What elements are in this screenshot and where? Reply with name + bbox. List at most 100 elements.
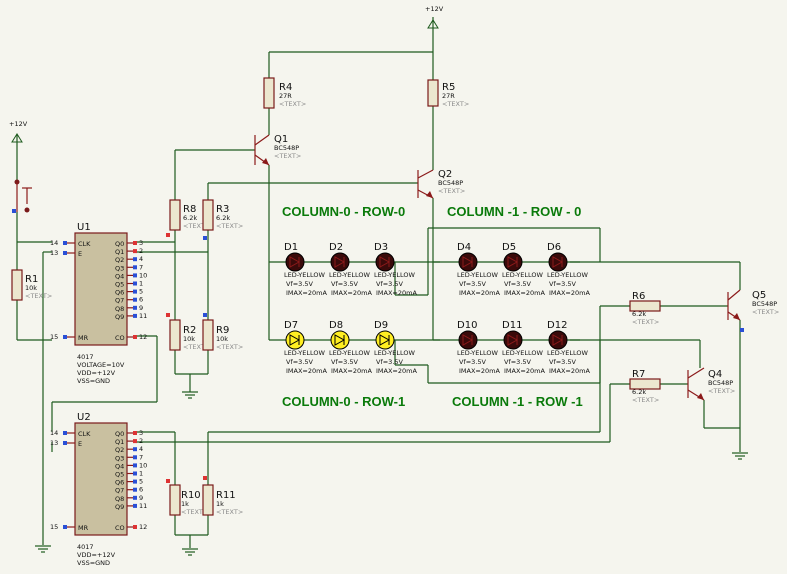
svg-text:MR: MR <box>78 524 89 532</box>
pin-num: 2 <box>139 437 143 445</box>
resistor-r5: R5 27R <TEXT> <box>427 79 469 108</box>
ground-symbols <box>35 391 748 556</box>
pin-name: Q9 <box>115 503 124 511</box>
svg-text:D5: D5 <box>502 242 516 253</box>
pin-num: 7 <box>139 453 143 461</box>
svg-text:IMAX=20mA: IMAX=20mA <box>376 289 417 297</box>
svg-text:Vf=3.5V: Vf=3.5V <box>504 280 532 288</box>
pin-num: 5 <box>139 288 143 296</box>
svg-text:IMAX=20mA: IMAX=20mA <box>549 367 590 375</box>
svg-text:LED-YELLOW: LED-YELLOW <box>502 349 544 357</box>
wires <box>16 51 741 548</box>
pin-num: 4 <box>139 445 143 453</box>
svg-text:D3: D3 <box>374 242 388 253</box>
svg-text:<TEXT>: <TEXT> <box>632 396 659 404</box>
svg-text:<TEXT>: <TEXT> <box>752 308 779 316</box>
svg-text:<TEXT>: <TEXT> <box>181 508 208 516</box>
svg-text:27R: 27R <box>442 92 455 100</box>
svg-text:Vf=3.5V: Vf=3.5V <box>376 358 404 366</box>
svg-text:IMAX=20mA: IMAX=20mA <box>286 289 327 297</box>
svg-text:4017: 4017 <box>77 353 94 361</box>
pin-num: 11 <box>139 502 147 510</box>
svg-text:VOLTAGE=10V: VOLTAGE=10V <box>77 361 125 369</box>
svg-text:IMAX=20mA: IMAX=20mA <box>459 367 500 375</box>
led-matrix: D1LED-YELLOWVf=3.5VIMAX=20mAD2LED-YELLOW… <box>284 242 590 375</box>
label-column1-row0: COLUMN -1 - ROW - 0 <box>447 204 581 219</box>
svg-text:<TEXT>: <TEXT> <box>183 343 210 351</box>
svg-text:LED-YELLOW: LED-YELLOW <box>329 349 371 357</box>
svg-text:VSS=GND: VSS=GND <box>77 559 110 567</box>
svg-text:R7: R7 <box>632 369 645 380</box>
svg-text:6.2k: 6.2k <box>216 214 230 222</box>
svg-text:D12: D12 <box>547 320 567 331</box>
pin-name: Q5 <box>115 281 124 289</box>
pin-name: Q7 <box>115 487 124 495</box>
svg-text:<TEXT>: <TEXT> <box>216 222 243 230</box>
svg-text:R2: R2 <box>183 325 196 336</box>
pin-name: CLK <box>78 240 91 248</box>
pin-num: 9 <box>139 494 143 502</box>
resistor-r1: R1 10k <TEXT> <box>11 269 52 301</box>
svg-text:<TEXT>: <TEXT> <box>442 100 469 108</box>
resistor-r11: R11 1k <TEXT> <box>202 476 243 516</box>
svg-text:IMAX=20mA: IMAX=20mA <box>504 289 545 297</box>
svg-text:6.2k: 6.2k <box>632 310 646 318</box>
svg-text:LED-YELLOW: LED-YELLOW <box>284 271 326 279</box>
pin-name: Q2 <box>115 446 124 454</box>
pin-num: 1 <box>139 470 143 478</box>
svg-text:<TEXT>: <TEXT> <box>438 187 465 195</box>
resistor-r9: R9 10k <TEXT> <box>202 313 243 351</box>
svg-text:LED-YELLOW: LED-YELLOW <box>502 271 544 279</box>
pin-num: 2 <box>139 247 143 255</box>
pin-name: Q0 <box>115 240 124 248</box>
svg-text:6.2k: 6.2k <box>183 214 197 222</box>
pin-num: 10 <box>139 461 147 469</box>
svg-text:R4: R4 <box>279 82 292 93</box>
pin-name: Q7 <box>115 297 124 305</box>
svg-text:MR: MR <box>78 334 89 342</box>
svg-text:R5: R5 <box>442 82 455 93</box>
svg-text:CO: CO <box>115 524 125 532</box>
svg-text:IMAX=20mA: IMAX=20mA <box>376 367 417 375</box>
svg-text:LED-YELLOW: LED-YELLOW <box>547 349 589 357</box>
svg-text:VSS=GND: VSS=GND <box>77 377 110 385</box>
svg-text:15: 15 <box>50 523 58 531</box>
svg-text:Q2: Q2 <box>438 169 452 180</box>
label-column0-row0: COLUMN-0 - ROW-0 <box>282 204 405 219</box>
svg-text:IMAX=20mA: IMAX=20mA <box>331 289 372 297</box>
svg-text:27R: 27R <box>279 92 292 100</box>
svg-text:BC548P: BC548P <box>752 300 777 308</box>
push-button <box>12 179 32 213</box>
svg-text:D7: D7 <box>284 320 298 331</box>
resistor-r8: R8 6.2k <TEXT> <box>166 199 210 237</box>
svg-text:Vf=3.5V: Vf=3.5V <box>286 280 314 288</box>
svg-text:IMAX=20mA: IMAX=20mA <box>549 289 590 297</box>
label-column1-row1: COLUMN -1 - ROW -1 <box>452 394 583 409</box>
svg-text:VDD=+12V: VDD=+12V <box>77 369 116 377</box>
pin-name: Q2 <box>115 256 124 264</box>
pin-num: 3 <box>139 239 143 247</box>
resistor-r4: R4 27R <TEXT> <box>263 77 306 109</box>
pin-name: Q8 <box>115 495 124 503</box>
svg-text:R1: R1 <box>25 274 38 285</box>
svg-text:Vf=3.5V: Vf=3.5V <box>376 280 404 288</box>
pin-num: 11 <box>139 312 147 320</box>
svg-text:D11: D11 <box>502 320 522 331</box>
pin-name: Q1 <box>115 438 124 446</box>
pin-num: 7 <box>139 263 143 271</box>
resistor-r10: R10 1k <TEXT> <box>166 479 208 516</box>
pin-name: Q5 <box>115 471 124 479</box>
transistor-q5: Q5 BC548P <TEXT> <box>727 289 779 332</box>
svg-text:<TEXT>: <TEXT> <box>216 343 243 351</box>
svg-text:U2: U2 <box>77 412 91 423</box>
svg-text:IMAX=20mA: IMAX=20mA <box>286 367 327 375</box>
pin-name: Q0 <box>115 430 124 438</box>
